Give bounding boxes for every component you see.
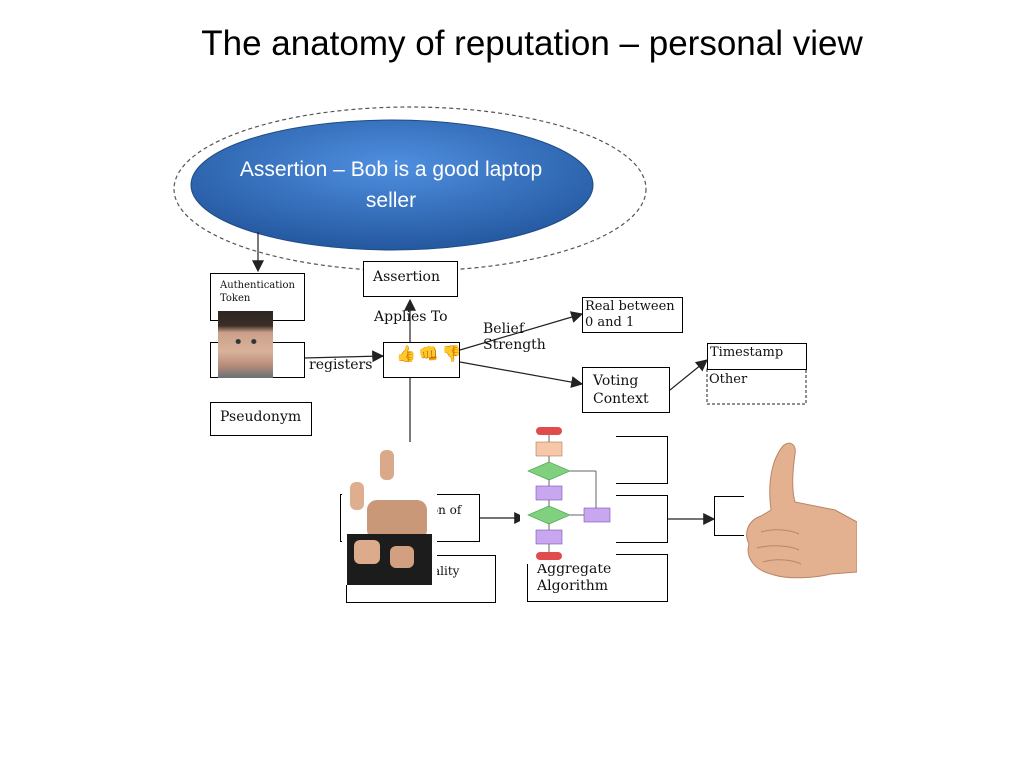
real-between-box: Real between 0 and 1 — [582, 297, 683, 333]
registers-arrow — [303, 350, 385, 363]
assertion-box: Assertion — [363, 261, 458, 297]
vote-gesture-box — [383, 342, 460, 378]
assertion-bubble-text: Assertion – Bob is a good laptop seller — [239, 158, 543, 212]
assertion-label: Assertion — [373, 269, 441, 285]
thumb-up-hand-photo — [746, 442, 857, 579]
registers-label: registers — [309, 357, 373, 373]
real-between-label: Real between 0 and 1 — [585, 299, 675, 330]
dashed-scope-ellipse — [173, 106, 647, 272]
aggregate-algorithm-label: Aggregate Algorithm — [537, 561, 612, 594]
applies-to-label: Applies To — [374, 309, 448, 325]
thumb-gestures-icon: 👍👊👎 — [396, 344, 465, 363]
context-to-timestamp-arrow — [669, 359, 708, 391]
result-box — [714, 496, 744, 536]
timestamp-label: Timestamp — [710, 345, 784, 360]
voting-context-box: Voting Context — [582, 367, 670, 413]
pseudonym-label: Pseudonym — [220, 409, 302, 425]
face-photo — [218, 311, 273, 378]
other-label: Other — [709, 372, 748, 387]
thumbs-up-group-photo — [342, 442, 437, 585]
face-eyes — [233, 339, 259, 344]
flowchart-thumbnail — [520, 424, 616, 564]
belief-strength-label: Belief Strength — [483, 321, 546, 353]
voting-context-label: Voting Context — [593, 373, 649, 407]
slide-title: The anatomy of reputation – personal vie… — [201, 24, 863, 63]
pseudonym-box: Pseudonym — [210, 402, 312, 436]
assertion-bubble — [190, 119, 594, 251]
other-box-outline — [706, 368, 807, 405]
authentication-token-label: Authentication Token — [220, 280, 295, 304]
timestamp-box: Timestamp — [707, 343, 807, 370]
belief-strength-arrow — [459, 311, 584, 351]
voting-context-arrow — [459, 361, 584, 388]
partial-ality-label: ality — [433, 564, 460, 578]
